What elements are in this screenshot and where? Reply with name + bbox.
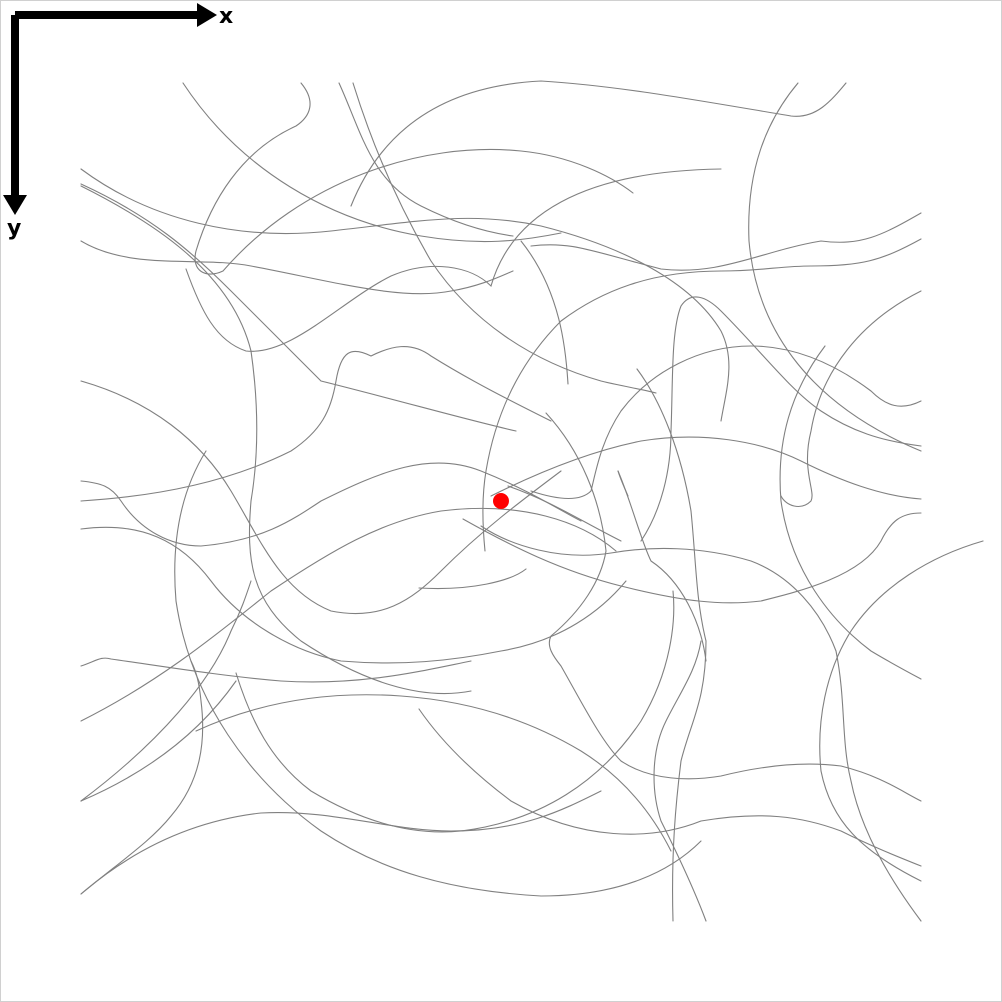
curve xyxy=(80,462,582,547)
x-axis-arrowhead xyxy=(197,3,217,27)
curve xyxy=(507,485,622,542)
curve xyxy=(748,82,922,452)
curve xyxy=(80,183,517,432)
axis-indicator: x y xyxy=(3,3,233,241)
curve xyxy=(352,82,657,394)
curve xyxy=(617,470,707,662)
curve xyxy=(174,450,702,897)
curve xyxy=(80,680,237,802)
curve xyxy=(80,657,472,683)
curve xyxy=(780,290,922,507)
curve xyxy=(80,790,602,895)
curve xyxy=(636,368,707,922)
curve xyxy=(80,240,514,295)
curve xyxy=(182,82,562,243)
curve xyxy=(418,568,527,590)
curve xyxy=(235,590,675,833)
curve xyxy=(480,525,922,922)
curve xyxy=(80,526,627,664)
red-marker-dot xyxy=(493,493,509,509)
curve xyxy=(418,708,922,867)
curve xyxy=(80,507,617,722)
curve xyxy=(80,380,562,615)
curve xyxy=(545,412,922,802)
x-axis-label: x xyxy=(219,4,233,29)
curve xyxy=(530,345,922,499)
curve xyxy=(530,212,922,271)
curve xyxy=(482,238,922,552)
curve xyxy=(185,168,722,352)
curve xyxy=(640,296,922,542)
curves-group xyxy=(80,80,984,922)
curve xyxy=(520,240,569,385)
curve xyxy=(80,660,204,895)
y-axis-label: y xyxy=(7,216,21,241)
curve xyxy=(80,345,552,502)
curve xyxy=(338,82,514,237)
curve xyxy=(779,345,922,680)
curve xyxy=(490,436,922,500)
curve xyxy=(462,512,922,604)
y-axis-arrowhead xyxy=(3,195,27,215)
curve xyxy=(653,640,707,922)
curve xyxy=(80,185,472,695)
curve xyxy=(194,82,634,275)
curve xyxy=(350,80,847,207)
curve xyxy=(80,580,252,802)
curve xyxy=(819,540,984,882)
curve xyxy=(617,470,629,497)
curve xyxy=(80,168,730,422)
curve xyxy=(195,694,672,852)
